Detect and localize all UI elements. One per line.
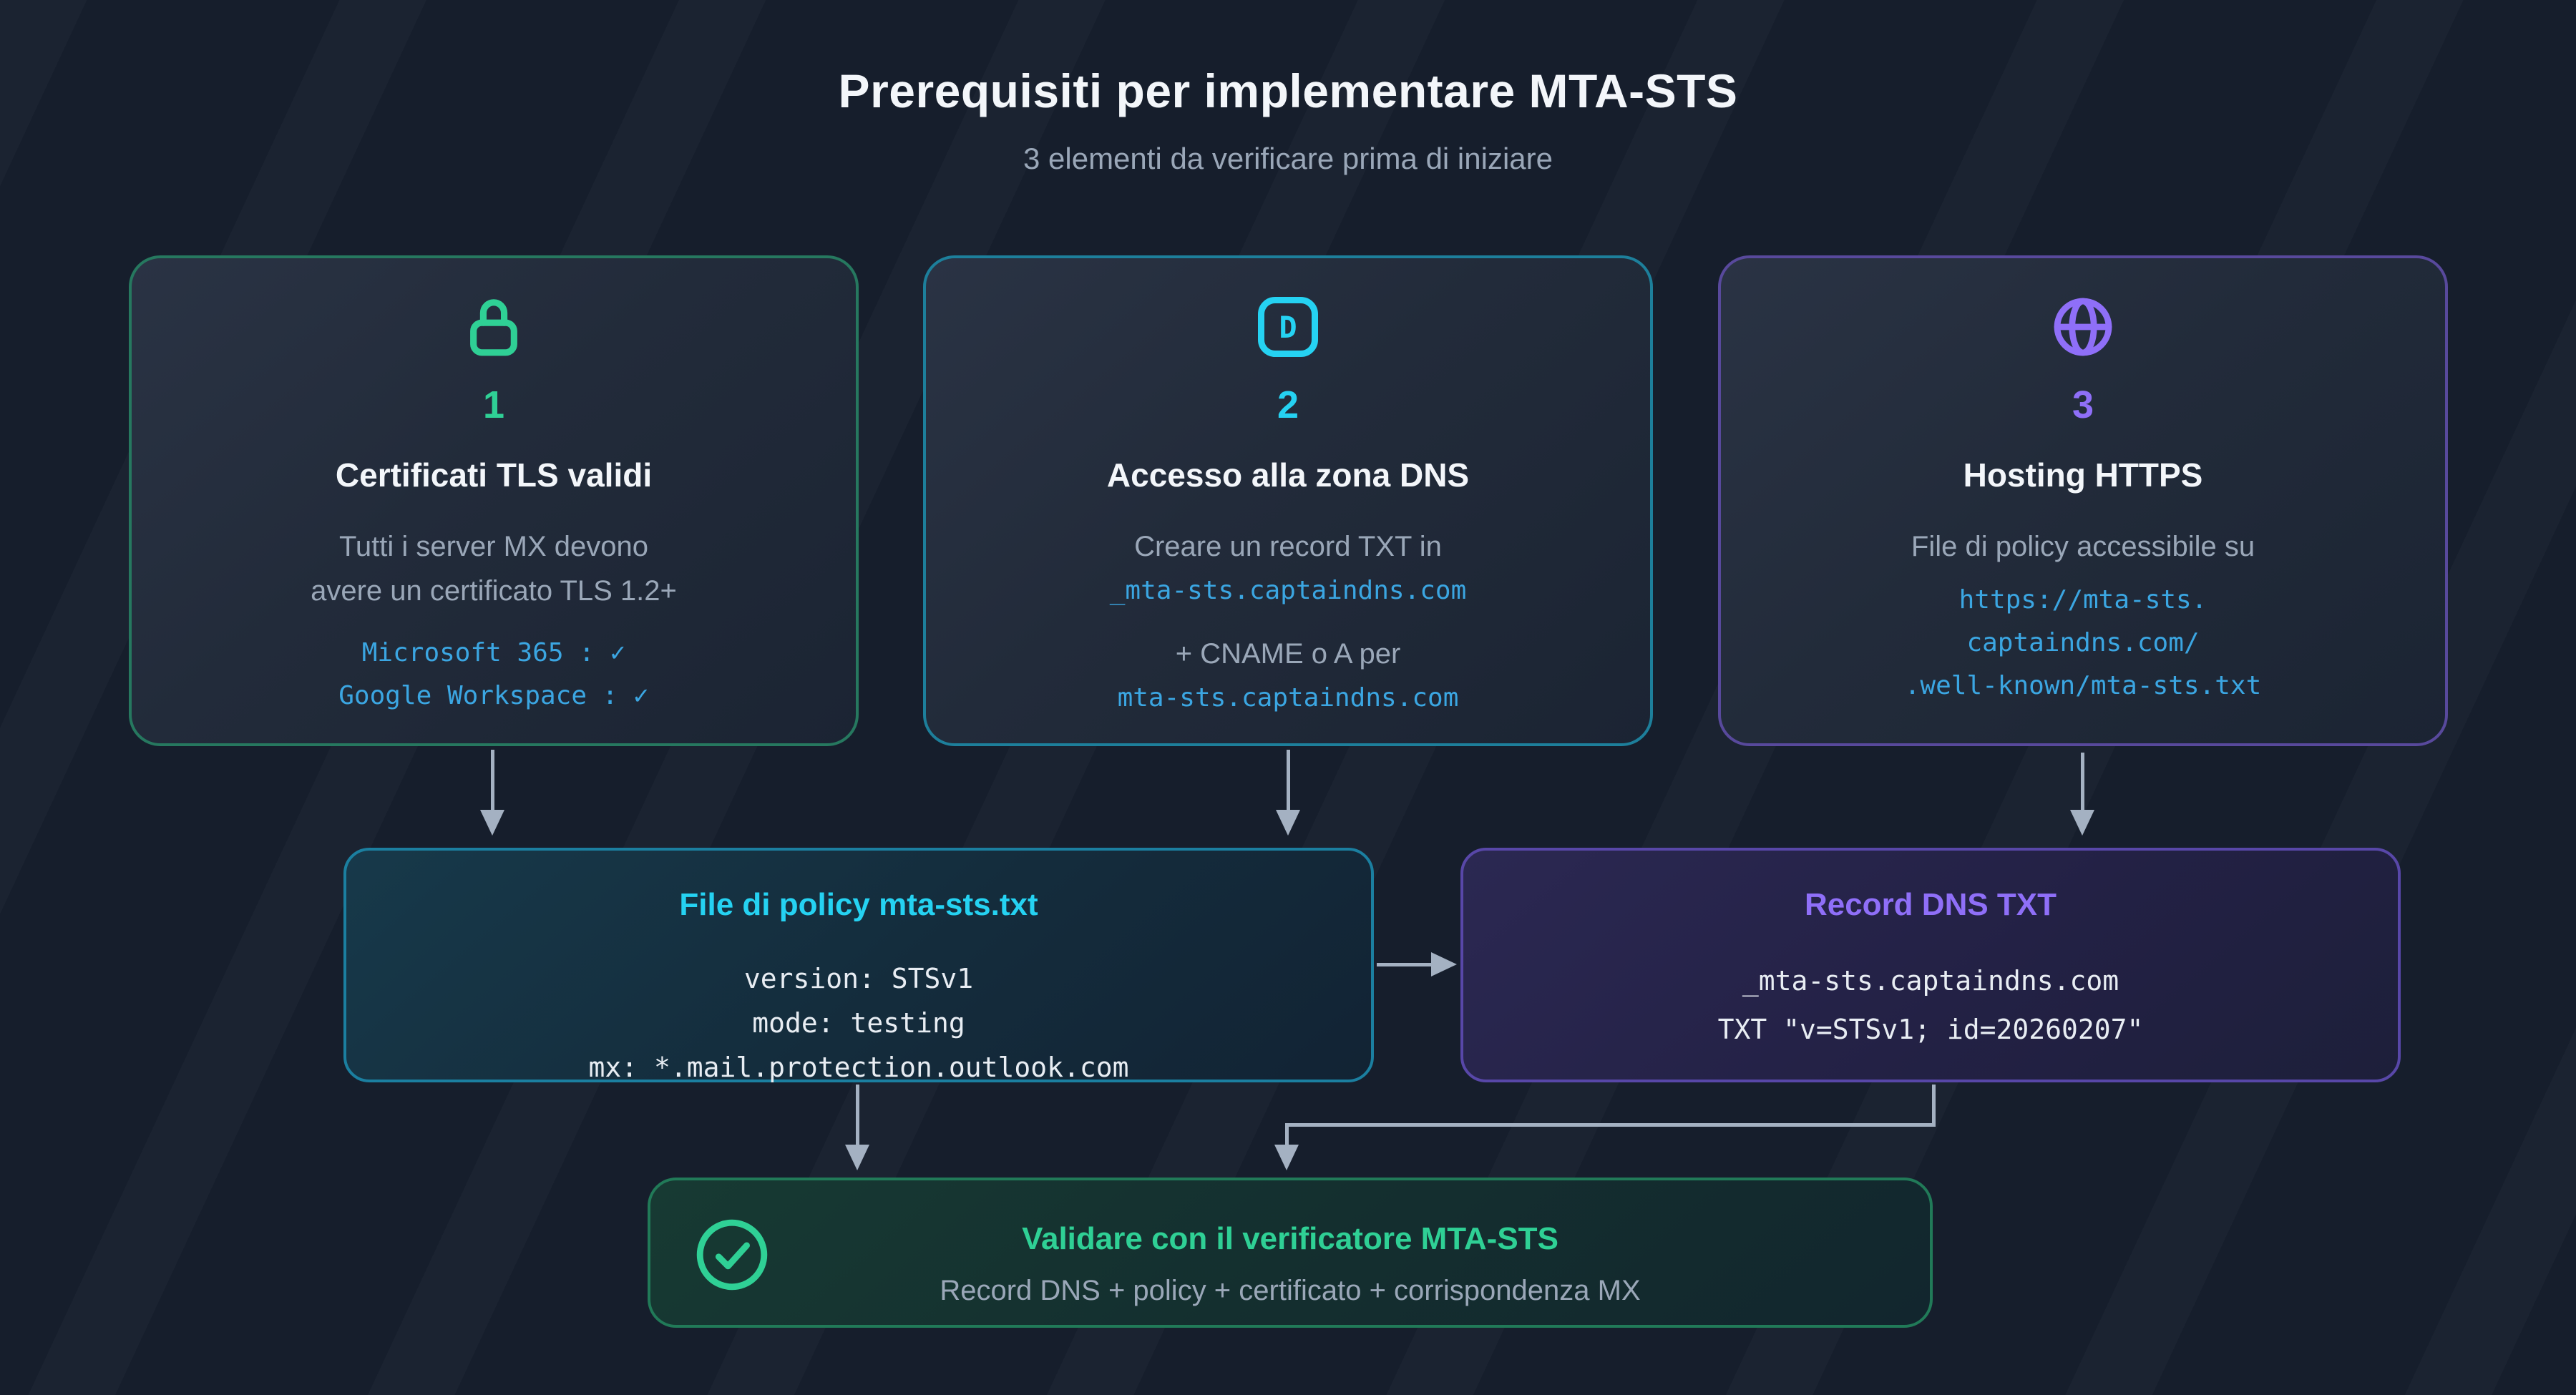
card-code-lines: _mta-sts.captaindns.com xyxy=(1110,569,1467,613)
globe-icon xyxy=(2049,287,2117,367)
card-description: Tutti i server MX devono avere un certif… xyxy=(311,524,677,613)
card-code-lines: https://mta-sts. captaindns.com/ .well-k… xyxy=(1905,579,2262,708)
card-title: Hosting HTTPS xyxy=(1963,456,2203,494)
policy-url-line: https://mta-sts. xyxy=(1958,585,2207,615)
card-desc-line: + CNAME o A per xyxy=(1175,638,1401,670)
card-desc-line: avere un certificato TLS 1.2+ xyxy=(311,575,677,607)
card-code-lines-2: mta-sts.captaindns.com xyxy=(1118,676,1459,720)
dns-box-title: Record DNS TXT xyxy=(1804,887,2057,922)
card-dns-zone-access: D 2 Accesso alla zona DNS Creare un reco… xyxy=(923,255,1653,746)
check-circle-icon xyxy=(692,1215,772,1295)
card-number: 2 xyxy=(1277,383,1299,426)
card-desc-line: Tutti i server MX devono xyxy=(338,531,648,562)
card-https-hosting: 3 Hosting HTTPS File di policy accessibi… xyxy=(1718,255,2448,746)
diagram-header: Prerequisiti per implementare MTA-STS 3 … xyxy=(0,63,2576,177)
dns-host-line: mta-sts.captaindns.com xyxy=(1117,683,1459,713)
card-desc-line: File di policy accessibile su xyxy=(1911,531,2255,562)
dns-record-line: TXT "v=STSv1; id=20260207" xyxy=(1717,1014,2144,1045)
policy-file-contents: version: STSv1 mode: testing mx: *.mail.… xyxy=(346,956,1371,1090)
dns-record-contents: _mta-sts.captaindns.com TXT "v=STSv1; id… xyxy=(1463,956,2398,1054)
policy-line: mx: *.mail.protection.outlook.com xyxy=(588,1052,1129,1083)
lock-icon xyxy=(458,287,530,367)
policy-url-line: .well-known/mta-sts.txt xyxy=(1904,671,2262,700)
provider-check-line: Google Workspace : ✓ xyxy=(338,681,649,710)
card-title: Accesso alla zona DNS xyxy=(1106,456,1470,494)
policy-line: mode: testing xyxy=(752,1007,965,1039)
validation-subtitle: Record DNS + policy + certificato + corr… xyxy=(940,1275,1641,1306)
dns-letter-icon: D xyxy=(1258,287,1318,367)
provider-check-line: Microsoft 365 : ✓ xyxy=(361,638,626,667)
validation-title: Validare con il verificatore MTA-STS xyxy=(1022,1221,1558,1256)
policy-file-box: File di policy mta-sts.txt version: STSv… xyxy=(343,848,1374,1083)
dns-host-line: _mta-sts.captaindns.com xyxy=(1109,576,1467,605)
validation-box: Validare con il verificatore MTA-STS Rec… xyxy=(648,1178,1933,1328)
card-code-lines: Microsoft 365 : ✓ Google Workspace : ✓ xyxy=(338,632,648,718)
card-description-2: + CNAME o A per xyxy=(1176,632,1401,676)
policy-url-line: captaindns.com/ xyxy=(1966,628,2200,657)
page-subtitle: 3 elementi da verificare prima di inizia… xyxy=(1023,142,1553,175)
card-description: File di policy accessibile su xyxy=(1911,524,2255,569)
card-number: 1 xyxy=(482,383,505,426)
policy-box-title: File di policy mta-sts.txt xyxy=(679,887,1038,922)
card-description: Creare un record TXT in xyxy=(1134,524,1442,569)
dns-icon-letter: D xyxy=(1279,309,1297,345)
card-number: 3 xyxy=(2072,383,2094,426)
card-title: Certificati TLS validi xyxy=(335,456,653,494)
card-desc-line: Creare un record TXT in xyxy=(1134,531,1442,562)
dns-record-box: Record DNS TXT _mta-sts.captaindns.com T… xyxy=(1460,848,2401,1082)
policy-line: version: STSv1 xyxy=(743,963,974,994)
dns-record-line: _mta-sts.captaindns.com xyxy=(1742,965,2119,997)
page-title: Prerequisiti per implementare MTA-STS xyxy=(838,64,1738,117)
card-tls-certificates: 1 Certificati TLS validi Tutti i server … xyxy=(129,255,859,746)
